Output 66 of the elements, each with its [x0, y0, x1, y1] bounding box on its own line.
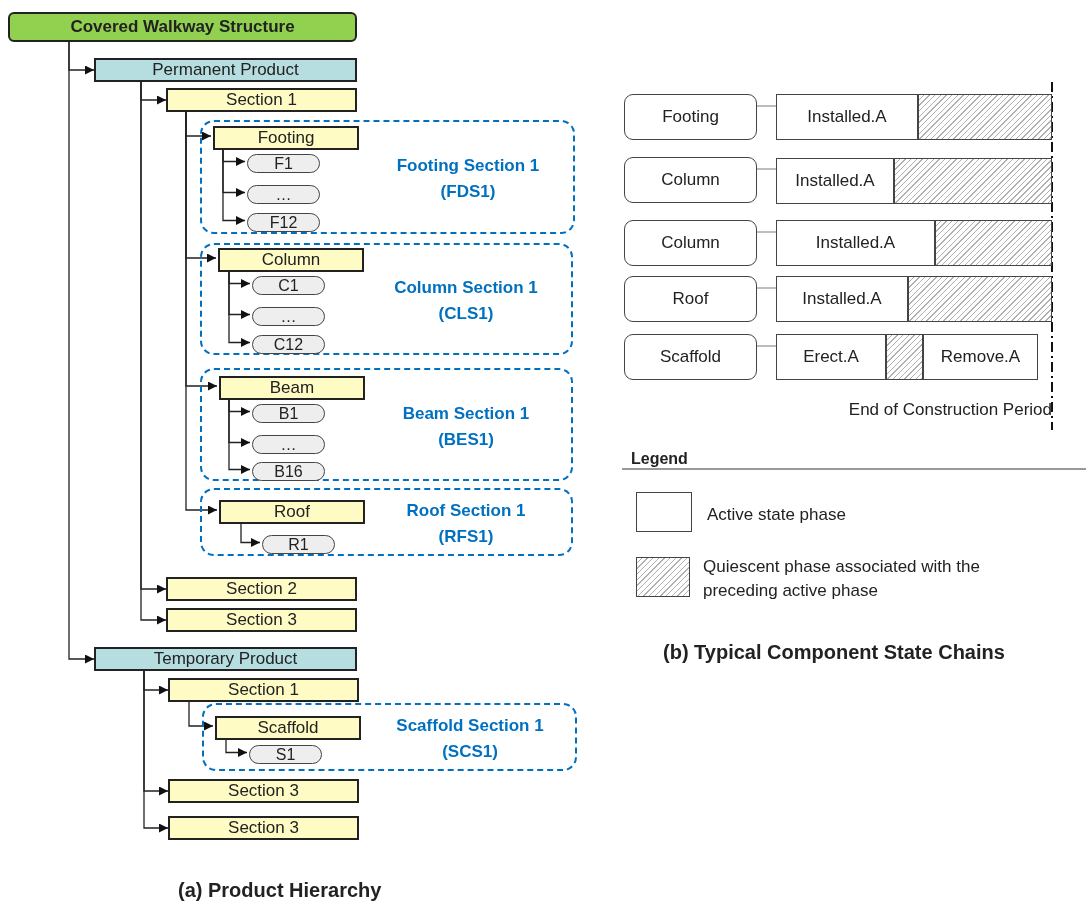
item-pill: B16: [252, 462, 325, 481]
root-box: Covered Walkway Structure: [8, 12, 357, 42]
product-box: Temporary Product: [94, 647, 357, 671]
section-box: Column: [218, 248, 364, 272]
section-group: [200, 243, 573, 355]
section-group: [200, 120, 575, 234]
group-title: Column Section 1 (CLS1): [393, 277, 539, 325]
quiescent-phase-bar: [935, 220, 1052, 266]
legend-heading: Legend: [631, 450, 688, 468]
section-box: Section 3: [168, 816, 359, 840]
item-pill: C1: [252, 276, 325, 295]
connector: [68, 41, 95, 664]
item-pill: F1: [247, 154, 320, 173]
legend-text: Active state phase: [707, 504, 847, 526]
connector: [756, 231, 777, 233]
quiescent-phase-bar: [894, 158, 1052, 204]
component-label-box: Footing: [624, 94, 757, 140]
item-pill: C12: [252, 335, 325, 354]
section-box: Scaffold: [215, 716, 361, 740]
section-box: Section 1: [168, 678, 359, 702]
item-pill: …: [252, 307, 325, 326]
item-pill: …: [247, 185, 320, 204]
section-box: Footing: [213, 126, 359, 150]
caption: (b) Typical Component State Chains: [663, 641, 1005, 664]
active-phase-bar: Remove.A: [923, 334, 1038, 380]
active-phase-bar: Installed.A: [776, 158, 894, 204]
active-phase-bar: Installed.A: [776, 94, 918, 140]
component-label-box: Column: [624, 157, 757, 203]
item-pill: …: [252, 435, 325, 454]
legend-text: Quiescent phase associated with the preceding active phase: [703, 556, 981, 602]
caption: (a) Product Hierarchy: [178, 879, 382, 902]
connector: [143, 670, 169, 833]
section-group: [200, 368, 573, 481]
quiescent-phase-bar: [918, 94, 1052, 140]
product-box: Permanent Product: [94, 58, 357, 82]
section-box: Section 2: [166, 577, 357, 601]
component-label-box: Column: [624, 220, 757, 266]
connector: [756, 287, 777, 289]
component-label-box: Roof: [624, 276, 757, 322]
section-box: Section 3: [166, 608, 357, 632]
end-label: End of Construction Period: [848, 400, 1052, 420]
group-title: Scaffold Section 1 (SCS1): [395, 715, 545, 763]
section-box: Section 1: [166, 88, 357, 112]
group-title: Roof Section 1 (RFS1): [405, 500, 527, 548]
item-pill: B1: [252, 404, 325, 423]
group-title: Beam Section 1 (BES1): [401, 402, 531, 451]
component-label-box: Scaffold: [624, 334, 757, 380]
section-box: Beam: [219, 376, 365, 400]
section-box: Section 3: [168, 779, 359, 803]
connector: [188, 701, 214, 731]
active-phase-bar: Erect.A: [776, 334, 886, 380]
section-group: [200, 488, 573, 556]
item-pill: F12: [247, 213, 320, 232]
section-group: [202, 703, 577, 771]
quiescent-phase-bar: [908, 276, 1052, 322]
active-phase-bar: Installed.A: [776, 220, 935, 266]
connector: [756, 345, 777, 347]
quiescent-phase-bar: [886, 334, 923, 380]
connector: [756, 168, 777, 170]
item-pill: R1: [262, 535, 335, 554]
connector: [756, 105, 777, 107]
item-pill: S1: [249, 745, 322, 764]
group-title: Footing Section 1 (FDS1): [395, 155, 541, 203]
section-box: Roof: [219, 500, 365, 524]
connector: [185, 111, 218, 515]
active-phase-bar: Installed.A: [776, 276, 908, 322]
